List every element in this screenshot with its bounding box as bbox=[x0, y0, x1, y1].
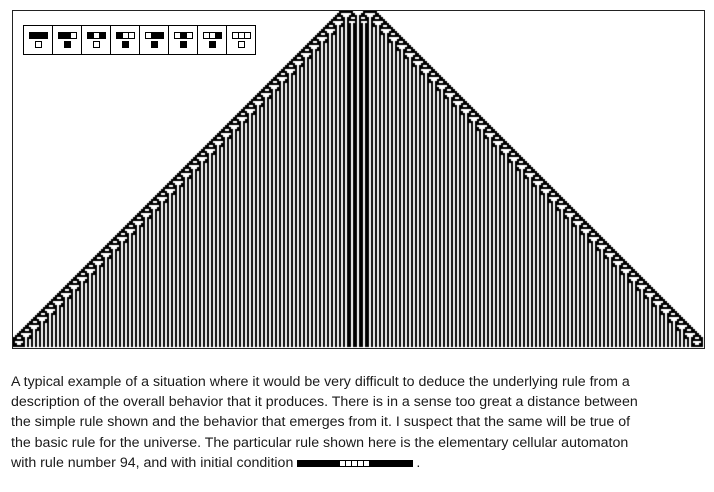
rule-case-icon-6 bbox=[168, 26, 197, 54]
initial-condition-icon bbox=[297, 459, 414, 467]
rule-case-icon-5 bbox=[139, 26, 168, 54]
rule-case-icon-3 bbox=[81, 26, 110, 54]
figure-caption: A typical example of a situation where i… bbox=[11, 372, 705, 473]
rule-case-icon-7 bbox=[197, 26, 226, 54]
caption-line-3: the simple rule shown and the behavior t… bbox=[11, 414, 631, 431]
rule-case-icon-2 bbox=[52, 26, 81, 54]
rule-case-icon-8 bbox=[226, 26, 255, 54]
caption-end-punct: . bbox=[416, 454, 421, 471]
cellular-automaton-figure bbox=[12, 10, 705, 349]
rule-icon-strip bbox=[23, 25, 256, 55]
caption-line-4: the basic rule for the universe. The par… bbox=[11, 434, 629, 451]
caption-line-2: description of the overall behavior that… bbox=[11, 394, 638, 411]
rule-case-icon-4 bbox=[110, 26, 139, 54]
caption-line-5: with rule number 94, and with initial co… bbox=[11, 453, 705, 473]
cellular-automaton-pattern bbox=[13, 11, 704, 348]
caption-line-1: A typical example of a situation where i… bbox=[11, 374, 630, 390]
rule-case-icon-1 bbox=[24, 26, 52, 54]
caption-line-5-text: with rule number 94, and with initial co… bbox=[11, 454, 294, 471]
